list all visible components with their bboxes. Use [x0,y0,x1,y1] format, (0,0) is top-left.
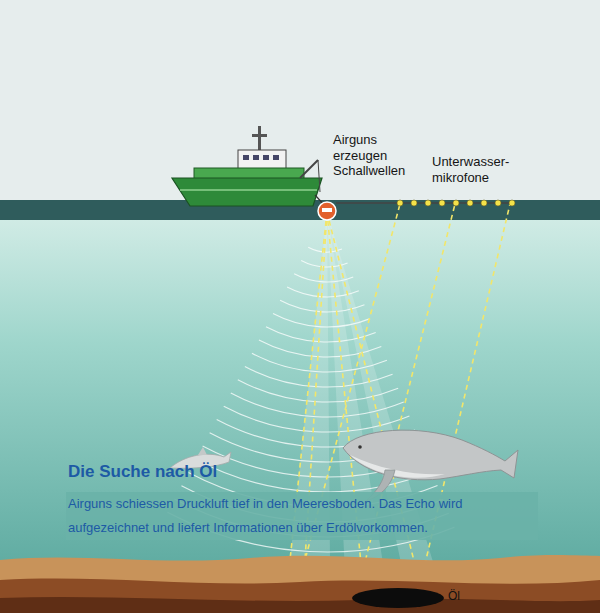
microphone [467,200,473,206]
airgun-buoy [315,195,336,220]
whale [343,430,518,501]
microphone [495,200,501,206]
microphone [481,200,487,206]
oil-label: Öl [448,590,460,603]
microphone [411,200,417,206]
research-ship [172,126,322,206]
microphone [439,200,445,206]
caption: Airguns schiessen Druckluft tief in den … [66,492,538,540]
microphone-label: Unterwasser- mikrofone [432,154,524,185]
microphone [425,200,431,206]
oil-deposit [352,588,444,608]
microphone [453,200,459,206]
water [0,215,600,575]
sky [0,0,600,205]
seabed [0,555,600,613]
microphone [397,200,403,206]
title: Die Suche nach Öl [68,462,217,482]
airgun-label: Airguns erzeugen Schallwellen [333,132,417,179]
hydrophone-streamer [336,200,515,206]
microphone [509,200,515,206]
